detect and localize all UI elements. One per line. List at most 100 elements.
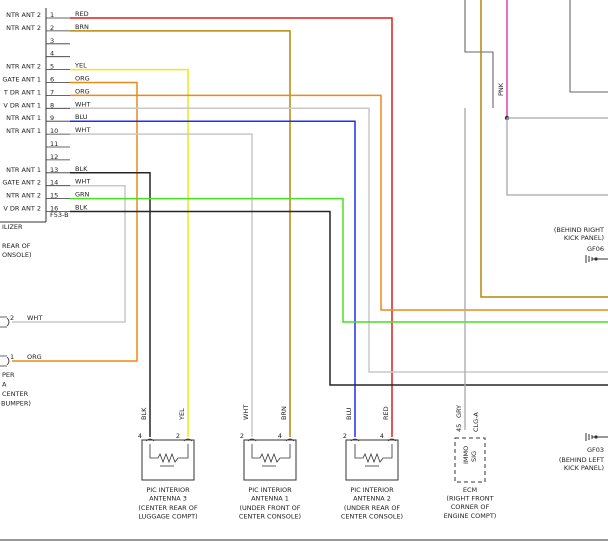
ecm-signal-label: SIG xyxy=(470,451,478,462)
antenna-location: CENTER CONSOLE) xyxy=(239,513,301,521)
wire-runs: PNK xyxy=(12,0,608,437)
ecm-pin-number: 45 xyxy=(455,424,463,432)
pin-number: 10 xyxy=(50,127,58,135)
module-location-2: ONSOLE) xyxy=(2,251,32,259)
ecm-wire-label: GRY xyxy=(455,405,463,418)
pin-function-label: T DR ANT 1 xyxy=(3,88,41,96)
antenna-wire-label: BLK xyxy=(140,407,148,420)
pin-function-label: GATE ANT 1 xyxy=(2,76,41,84)
wire-color-label: ORG xyxy=(75,87,90,95)
wire-brn-right xyxy=(480,0,608,298)
wire-grn xyxy=(70,197,608,323)
wire-color-label: BLU xyxy=(75,113,88,121)
pin-number: 11 xyxy=(50,140,58,148)
ecm-label: ENGINE COMPT) xyxy=(444,512,497,520)
antenna-wire-label: YEL xyxy=(178,408,186,421)
antenna-title: ANTENNA 2 xyxy=(353,495,391,503)
wire-brn xyxy=(70,30,291,437)
left-connector-arc xyxy=(6,317,10,327)
wire-red xyxy=(70,17,393,437)
ecm-label: (RIGHT FRONT xyxy=(446,495,493,503)
left-part-label: PER xyxy=(2,371,15,379)
wire-wht xyxy=(70,107,608,373)
antenna-title: PIC INTERIOR xyxy=(146,486,190,494)
left-connector-bracket xyxy=(0,355,7,367)
antenna-pin-number: 2 xyxy=(240,432,244,440)
antenna-wire-label: WHT xyxy=(242,405,250,420)
antenna-title: ANTENNA 1 xyxy=(251,495,289,503)
ecm-signal-label: IMMO xyxy=(462,446,470,464)
pin-function-label: V DR ANT 2 xyxy=(3,205,41,213)
left-pin-number: 1 xyxy=(10,353,14,361)
antenna-coil-symbol xyxy=(251,444,291,464)
ground-lower-dot xyxy=(594,435,598,439)
antenna-coil-symbol xyxy=(354,444,393,464)
left-wire-label: ORG xyxy=(27,353,42,361)
antenna-location: (CENTER REAR OF xyxy=(138,504,197,512)
pin-number: 9 xyxy=(50,114,54,122)
left-wire-label: WHT xyxy=(27,314,42,322)
antenna-coil-symbol xyxy=(149,444,189,464)
wire-color-label: YEL xyxy=(74,62,87,70)
ecm-connector-id: CLG-A xyxy=(472,412,480,432)
wire-wht xyxy=(70,133,253,437)
wire-color-label: WHT xyxy=(75,100,90,108)
ground-upper-location: KICK PANEL) xyxy=(564,234,604,242)
pin-number: 6 xyxy=(50,76,54,84)
antenna-box xyxy=(345,439,399,481)
pin-function-label: NTR ANT 2 xyxy=(6,192,41,200)
ecm-box xyxy=(454,437,486,483)
wire-color-label: BRN xyxy=(75,23,89,31)
antenna-wire-label: RED xyxy=(382,406,390,420)
antenna-terminal xyxy=(350,438,397,442)
pin-number: 4 xyxy=(50,50,54,58)
antenna-terminal xyxy=(247,438,295,442)
left-part-label: CENTER xyxy=(2,390,29,398)
ecm-label: ECM xyxy=(463,486,477,494)
antenna-location: (UNDER REAR OF xyxy=(344,504,401,512)
ground-upper-location: (BEHIND RIGHT xyxy=(554,226,604,234)
antenna-location: LUGGAGE COMPT) xyxy=(138,513,197,521)
pin-number: 15 xyxy=(50,192,58,200)
wire-wht xyxy=(12,184,126,323)
pin-function-label: NTR ANT 2 xyxy=(6,11,41,19)
antenna-title: PIC INTERIOR xyxy=(248,486,292,494)
pin-function-label: NTR ANT 2 xyxy=(6,63,41,71)
antenna-pin-number: 2 xyxy=(343,432,347,440)
pin-number: 1 xyxy=(50,11,54,19)
connector-id: F53-B xyxy=(50,211,69,219)
wire-color-label: RED xyxy=(75,10,89,18)
wire-org xyxy=(12,81,138,362)
pin-function-label: NTR ANT 1 xyxy=(6,127,41,135)
antenna-wire-label: BLU xyxy=(345,407,353,420)
wire-color-label: BLK xyxy=(75,204,88,212)
right-frame-upper xyxy=(464,0,494,108)
pin-function-label: NTR ANT 2 xyxy=(6,24,41,32)
ground-lower-location: KICK PANEL) xyxy=(564,464,604,472)
antenna-wire-label: BRN xyxy=(280,406,288,420)
left-part-label: BUMPER) xyxy=(1,400,31,408)
antenna-pin-number: 4 xyxy=(278,432,282,440)
ground-lower-location: (BEHIND LEFT xyxy=(559,456,604,464)
wire-blk xyxy=(70,172,151,437)
ground-lower-id: GF03 xyxy=(587,446,604,454)
pin-function-label: NTR ANT 1 xyxy=(6,166,41,174)
left-connector-bracket xyxy=(0,316,7,328)
ground-lower-symbol xyxy=(585,433,608,441)
pin-number: 14 xyxy=(50,179,58,187)
antenna-title: PIC INTERIOR xyxy=(350,486,394,494)
pin-number: 2 xyxy=(50,24,54,32)
wire-pnk-label: PNK xyxy=(497,82,505,96)
wire-org xyxy=(70,94,608,311)
left-part-label: A xyxy=(2,381,7,389)
pin-number: 13 xyxy=(50,166,58,174)
pin-function-label: GATE ANT 2 xyxy=(2,179,41,187)
wire-color-label: GRN xyxy=(75,191,90,199)
wire-color-label: WHT xyxy=(75,126,90,134)
antenna-location: (UNDER FRONT OF xyxy=(240,504,301,512)
wire-color-label: WHT xyxy=(75,178,90,186)
antenna-pin-number: 4 xyxy=(380,432,384,440)
